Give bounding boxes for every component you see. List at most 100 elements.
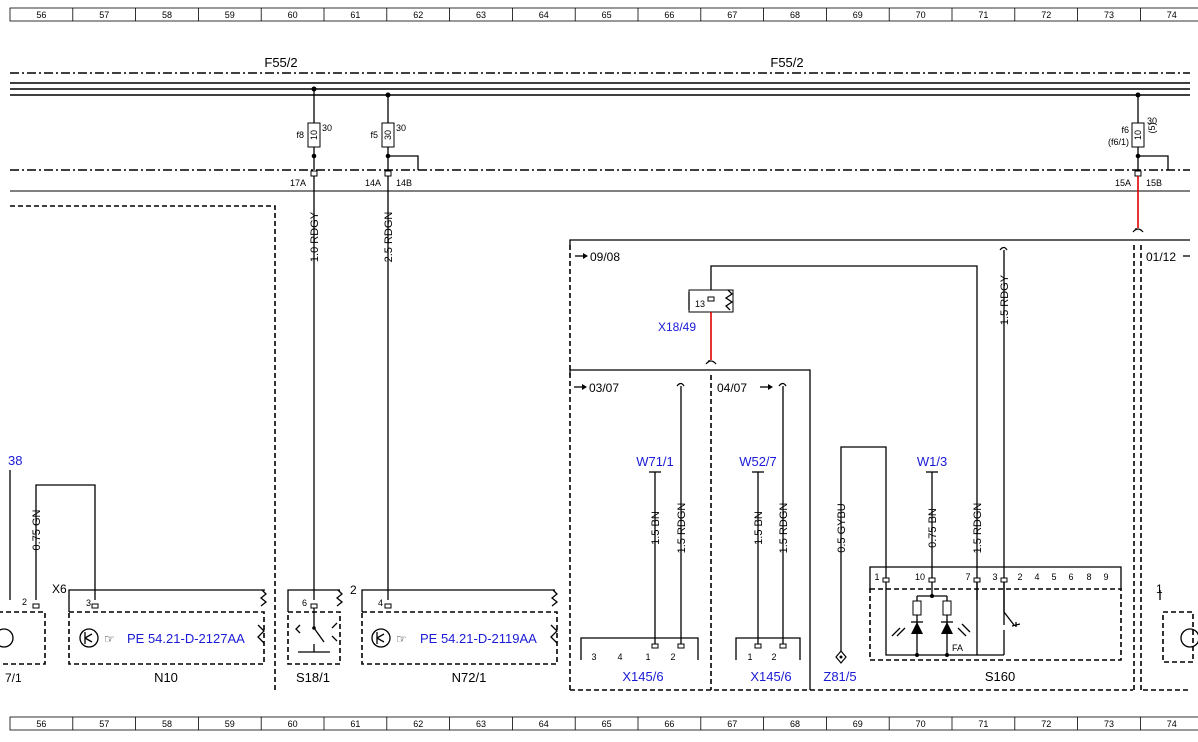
pin-4: 4: [1034, 572, 1039, 582]
grid-column-label: 69: [853, 10, 863, 20]
ref-0407: 04/07: [717, 381, 773, 395]
pin-2: 2: [22, 597, 27, 607]
x18-49-label: X18/49: [658, 320, 696, 334]
grid-column-label: 71: [978, 10, 988, 20]
grid-column-label: 73: [1104, 10, 1114, 20]
hand-pointer-icon: ☞: [396, 632, 407, 646]
fuse-f6-alt-name: (f6/1): [1108, 137, 1129, 147]
w71-1-label: W71/1: [636, 454, 674, 469]
grid-column-label: 71: [978, 719, 988, 729]
pin-8: 8: [1086, 572, 1091, 582]
grid-column-label: 56: [36, 719, 46, 729]
grid-column-label: 57: [99, 10, 109, 20]
pin-3: 3: [591, 652, 596, 662]
connector-14b: 14B: [396, 178, 412, 188]
grid-column-label: 65: [602, 10, 612, 20]
grid-column-label: 61: [350, 10, 360, 20]
pe-2119aa-link[interactable]: PE 54.21-D-2119AA: [420, 631, 537, 646]
wire-label-1-5-bn-2: 1.5 BN: [753, 511, 765, 545]
grid-column-label: 67: [727, 719, 737, 729]
label-7-1: 7/1: [5, 671, 22, 685]
break-symbol: [1132, 228, 1144, 233]
connector-17a: 17A: [290, 178, 306, 188]
ruler-frame: [9, 7, 1198, 22]
n10-label: N10: [154, 670, 178, 685]
wire-label-1-0-rdgy: 1.0 RDGY: [309, 211, 321, 262]
break-symbol: [705, 360, 717, 365]
grid-column-label: 62: [413, 719, 423, 729]
grid-column-label: 72: [1041, 10, 1051, 20]
pin-9: 9: [1103, 572, 1108, 582]
connector-15a: 15A: [1115, 178, 1131, 188]
fuse-f6-terminal: 30: [1147, 116, 1157, 126]
grid-column-label: 58: [162, 10, 172, 20]
transistor-icon: [371, 628, 391, 648]
wire-arrow: [676, 382, 685, 387]
fa-label: FA: [952, 643, 963, 653]
wire-label-1-5-rdgy: 1.5 RDGY: [999, 274, 1011, 325]
pin-1: 1: [747, 652, 752, 662]
wire-label-1-5-bn-1: 1.5 BN: [650, 511, 662, 545]
subregion-top-line: [569, 369, 811, 690]
fuse-f6-rating: 10: [1133, 130, 1143, 140]
hand-pointer-icon: ☞: [104, 632, 115, 646]
n72-1-label: N72/1: [452, 670, 487, 685]
pin-6: 6: [302, 598, 307, 608]
grid-column-label: 74: [1167, 10, 1177, 20]
x145-6-label-right: X145/6: [750, 669, 791, 684]
wire-gybu: [840, 446, 887, 651]
grid-column-label: 65: [602, 719, 612, 729]
pin-2: 2: [350, 583, 357, 597]
region-top-line: [569, 239, 1190, 245]
grid-column-label: 74: [1167, 719, 1177, 729]
grid-column-label: 61: [350, 719, 360, 729]
grid-column-label: 66: [664, 719, 674, 729]
grid-column-label: 66: [664, 10, 674, 20]
fuse-f8-name: f8: [296, 130, 304, 140]
pin-1: 1: [645, 652, 650, 662]
fuse-f8-rating: 10: [309, 130, 319, 140]
grid-column-label: 70: [916, 10, 926, 20]
grid-column-label: 64: [539, 10, 549, 20]
n72-1-module: 4 ☞: [361, 589, 559, 665]
w1-3-label: W1/3: [917, 454, 947, 469]
pin-2: 2: [1017, 572, 1022, 582]
connector-x6: X6: [52, 582, 67, 596]
wire-arrow: [778, 382, 787, 387]
ref-0908: 09/08: [575, 250, 620, 264]
s160-module: 1 10 7 3 2 4 5 6 8 9 FA: [869, 566, 1122, 661]
wire-label-1-5-rdgn-2: 1.5 RDGN: [778, 503, 790, 554]
ruler-frame: [9, 716, 1198, 731]
partial-module-left: 2: [0, 597, 46, 665]
wire-label-1-5-rdgn-3: 1.5 RDGN: [972, 503, 984, 554]
pin-2: 2: [771, 652, 776, 662]
wire-label-0-5-gybu: 0.5 GYBU: [836, 503, 848, 553]
grid-column-label: 67: [727, 10, 737, 20]
fuse-f5: 30 f5 30: [370, 95, 419, 170]
pin-2: 2: [670, 652, 675, 662]
ref-0112-label: 01/12: [1146, 250, 1176, 264]
grid-column-label: 56: [36, 10, 46, 20]
wire-arrow: [999, 246, 1008, 251]
pe-2127aa-link[interactable]: PE 54.21-D-2127AA: [127, 631, 245, 646]
x18-49-connector: 13: [688, 265, 978, 600]
pin-6: 6: [1068, 572, 1073, 582]
wire-label-0-75-bn: 0.75 BN: [927, 508, 939, 548]
connector-15b: 15B: [1146, 178, 1162, 188]
fuse-f8-terminal: 30: [322, 123, 332, 133]
wire-label-0-75-gn: 0.75 GN: [31, 509, 43, 550]
fuse-f5-terminal: 30: [396, 123, 406, 133]
pin-4: 4: [617, 652, 622, 662]
grid-column-label: 62: [413, 10, 423, 20]
pin-10: 10: [915, 572, 925, 582]
grid-column-label: 60: [288, 10, 298, 20]
grid-column-label: 59: [225, 10, 235, 20]
grid-column-label: 60: [288, 719, 298, 729]
pin-1: 1: [1156, 582, 1163, 596]
pin-3: 3: [86, 598, 91, 608]
ref-0908-label: 09/08: [590, 250, 620, 264]
pin-5: 5: [1051, 572, 1056, 582]
grid-column-label: 70: [916, 719, 926, 729]
